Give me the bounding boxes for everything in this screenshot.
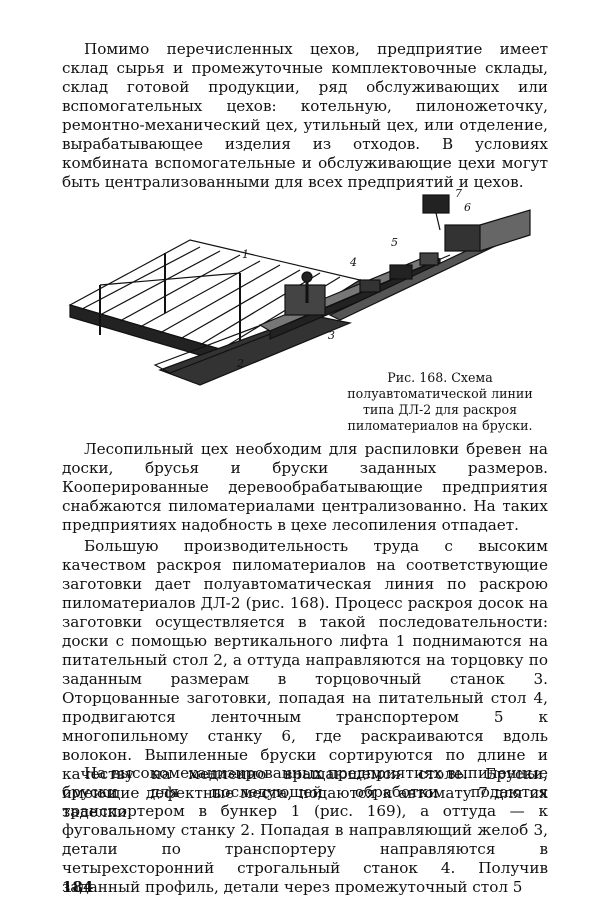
label-1: 1	[242, 248, 249, 261]
label-7: 7	[455, 187, 462, 200]
label-5: 5	[391, 236, 398, 249]
label-3: 3	[328, 329, 335, 342]
line-schematic-drawing: 1 2 3 4 5 6 7	[68, 187, 531, 386]
paragraph-sawmill: Лесопильный цех необходим для распиловки…	[62, 440, 548, 534]
figure-caption: Рис. 168. Схема полуавтоматической линии…	[347, 370, 533, 433]
paragraph-warehouses: Помимо перечисленных цехов, предприятие …	[62, 40, 548, 191]
page-number: 184	[62, 878, 94, 896]
paragraph-mechanized: На высокомеханизированных предприятиях в…	[62, 764, 548, 896]
paragraph-dl2-process: Большую производительность труда с высок…	[62, 537, 548, 821]
figure-168-line-dl2: 1 2 3 4 5 6 7	[60, 185, 550, 425]
label-6: 6	[464, 201, 471, 214]
label-4: 4	[349, 256, 357, 269]
label-2: 2	[236, 357, 244, 370]
